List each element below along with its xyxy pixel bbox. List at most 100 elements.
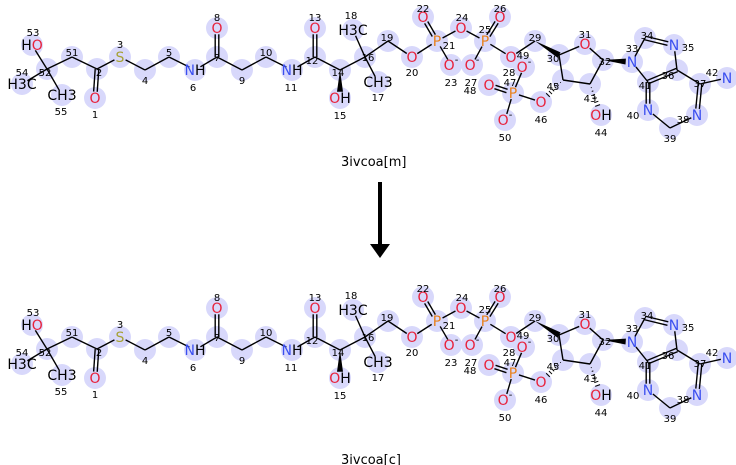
atom-highlight-46 — [530, 371, 552, 393]
atom-number-35: 35 — [682, 43, 695, 54]
bond-16-18 — [354, 315, 366, 338]
atom-symbol-50: O- — [498, 110, 513, 129]
atom-number-27: 27 — [465, 358, 478, 369]
atom-symbol-20: O — [406, 330, 417, 346]
atom-symbol-22: O — [417, 10, 428, 26]
atom-symbol-54: H3C — [7, 357, 36, 373]
atom-number-41: 41 — [639, 81, 652, 92]
atom-number-6: 6 — [190, 363, 196, 374]
atom-number-43: 43 — [584, 374, 597, 385]
atom-symbol-24: O — [455, 301, 466, 317]
atom-number-27: 27 — [465, 78, 478, 89]
bond-47-48 — [495, 84, 508, 90]
bond-21-24 — [442, 310, 456, 319]
atom-highlight-38 — [686, 384, 708, 406]
atom-number-39: 39 — [664, 134, 677, 145]
bond-41-33 — [635, 66, 649, 83]
bond-47-48 — [495, 364, 508, 370]
bond-47-48 — [494, 368, 507, 374]
bond-29-30-wedge — [535, 321, 561, 338]
atom-symbol-53: HO — [21, 318, 43, 334]
bond-51-2 — [71, 336, 98, 350]
atom-symbol-15: OH — [329, 91, 351, 107]
atom-symbol-11: NH — [281, 343, 302, 359]
atom-highlight-46 — [530, 91, 552, 113]
bond-33-34 — [634, 37, 646, 57]
atom-symbol-54: H3C — [7, 77, 36, 93]
bond-31-32 — [589, 327, 604, 341]
atom-highlight-44 — [590, 104, 612, 126]
bond-47-49 — [514, 352, 523, 368]
bond-36-41 — [648, 71, 678, 85]
bond-55-52 — [46, 348, 60, 370]
atom-number-20: 20 — [406, 348, 419, 359]
bond-45-46-hash — [557, 84, 559, 86]
atom-number-48: 48 — [464, 86, 477, 97]
bond-34-35 — [645, 315, 669, 323]
atom-symbol-8: O — [211, 301, 222, 317]
bond-6-7 — [200, 56, 218, 68]
atom-symbol-26: O — [494, 290, 505, 306]
atom-number-42: 42 — [706, 68, 719, 79]
bond-16-19 — [364, 320, 389, 338]
atom-number-40: 40 — [627, 391, 640, 402]
bond-38-39 — [669, 117, 692, 129]
atom-number-50: 50 — [499, 413, 512, 424]
atom-number-35: 35 — [682, 323, 695, 334]
atom-number-29: 29 — [529, 313, 542, 324]
bond-33-34 — [634, 317, 646, 337]
bond-30-31 — [558, 325, 580, 336]
atom-number-19: 19 — [381, 33, 394, 44]
atom-highlight-47 — [502, 82, 524, 104]
atom-symbol-22: O — [417, 290, 428, 306]
atom-symbol-20: O — [406, 50, 417, 66]
atom-symbol-33: N — [627, 335, 637, 351]
bond-45-46-hash — [548, 370, 553, 375]
atom-number-6: 6 — [190, 83, 196, 94]
bond-43-44-hash — [595, 104, 601, 107]
bond-45-46-hash — [545, 92, 551, 98]
atom-number-36: 36 — [662, 351, 675, 362]
atom-symbol-55: CH3 — [47, 88, 76, 104]
atom-number-15: 15 — [334, 111, 347, 122]
bond-24-25 — [466, 30, 480, 39]
bond-21-22 — [427, 21, 436, 36]
bond-2-1 — [96, 349, 100, 372]
atom-number-10: 10 — [260, 328, 273, 339]
atom-symbol-23: O- — [444, 55, 459, 74]
atom-number-37: 37 — [694, 79, 707, 90]
bond-9-10 — [241, 56, 267, 71]
atom-number-8: 8 — [214, 293, 220, 304]
atom-number-39: 39 — [664, 414, 677, 425]
atom-symbol-49: O- — [517, 57, 532, 76]
atom-number-24: 24 — [456, 293, 469, 304]
bond-47-49 — [514, 72, 523, 88]
bond-10-11 — [265, 56, 287, 68]
atom-highlight-27 — [461, 334, 483, 356]
atom-number-55: 55 — [55, 387, 68, 398]
bond-36-37 — [676, 69, 701, 85]
bond-16-18 — [354, 35, 366, 58]
product-name: 3ivcoa[c] — [341, 453, 401, 465]
bond-45-46-hash — [548, 90, 553, 95]
atom-symbol-40: N — [643, 103, 653, 119]
atom-number-24: 24 — [456, 13, 469, 24]
atom-highlight-15 — [329, 367, 351, 389]
atom-highlight-49 — [513, 336, 535, 358]
atom-number-19: 19 — [381, 313, 394, 324]
atom-number-14: 14 — [332, 68, 345, 79]
atom-labels: O12S345NH67O8910NH1112O1314OH1516CH317H3… — [7, 4, 732, 145]
bonds — [27, 21, 722, 129]
atom-highlight-24 — [450, 17, 472, 39]
bond-14-15-wedge — [337, 70, 343, 92]
bond-43-44-hash — [592, 93, 596, 96]
bond-38-39 — [669, 397, 692, 409]
atom-symbol-17: CH3 — [363, 355, 392, 371]
bond-2-3 — [96, 59, 115, 70]
bond-43-44-hash — [593, 97, 597, 100]
bond-16-17 — [364, 56, 376, 77]
atom-symbol-35: N — [669, 38, 679, 54]
atom-symbol-31: O — [579, 317, 590, 333]
atom-number-54: 54 — [16, 68, 29, 79]
